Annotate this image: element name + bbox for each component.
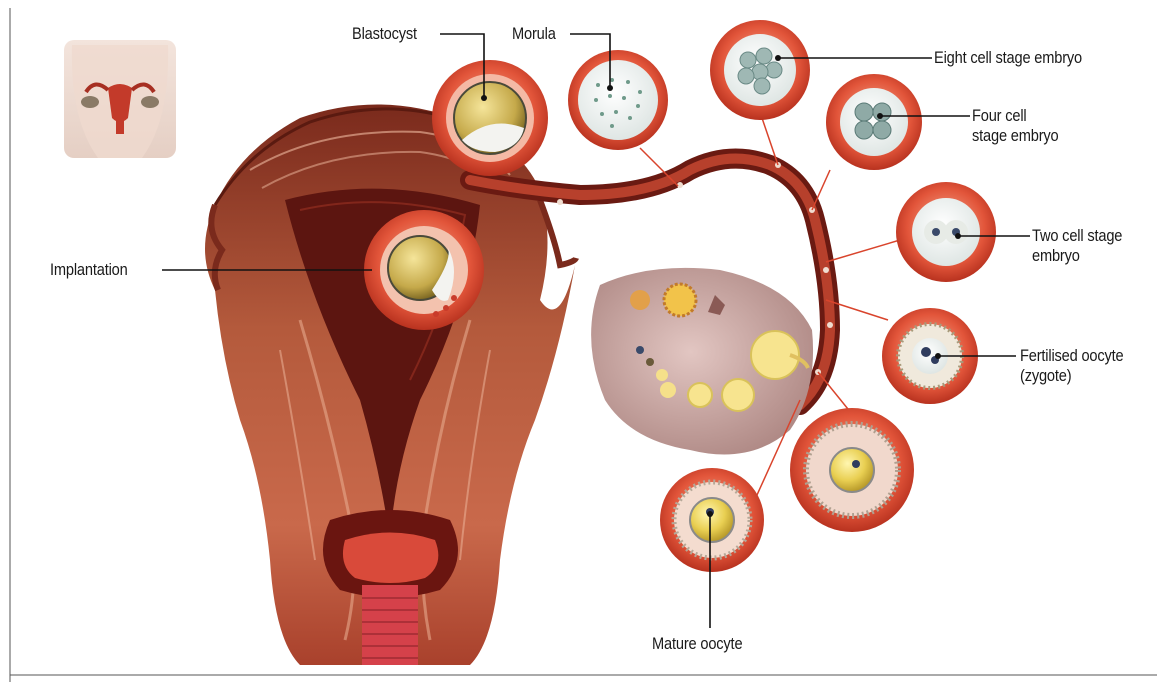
blastocyst-circle [432,60,548,176]
label-implantation: Implantation [50,260,128,280]
label-four-cell-line1: Four cell [972,106,1059,126]
label-four-cell-line2: stage embryo [972,126,1059,146]
label-mature-oocyte: Mature oocyte [652,634,742,654]
mature-oocyte-circle [660,468,764,572]
implantation-circle [364,210,484,330]
four-cell-circle [826,74,922,170]
label-morula: Morula [512,24,556,44]
label-blastocyst: Blastocyst [352,24,417,44]
label-fertilised-line1: Fertilised oocyte [1020,346,1124,366]
label-fertilised-oocyte: Fertilised oocyte (zygote) [1020,346,1124,386]
label-two-cell-line2: embryo [1032,246,1122,266]
inset-body-figure [64,40,176,158]
label-two-cell-line1: Two cell stage [1032,226,1122,246]
eight-cell-circle [710,20,810,120]
label-eight-cell-stage-embryo: Eight cell stage embryo [934,48,1082,68]
two-cell-circle [896,182,996,282]
label-four-cell-stage-embryo: Four cell stage embryo [972,106,1059,146]
label-fertilised-line2: (zygote) [1020,366,1124,386]
morula-circle [568,50,668,150]
label-two-cell-stage-embryo: Two cell stage embryo [1032,226,1122,266]
ovary [591,268,813,455]
ovulated-oocyte-circle [790,408,914,532]
